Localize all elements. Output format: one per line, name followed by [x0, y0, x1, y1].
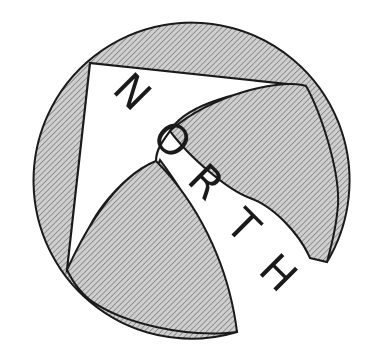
letter-t: T — [216, 199, 270, 253]
letter-h: H — [250, 244, 307, 301]
